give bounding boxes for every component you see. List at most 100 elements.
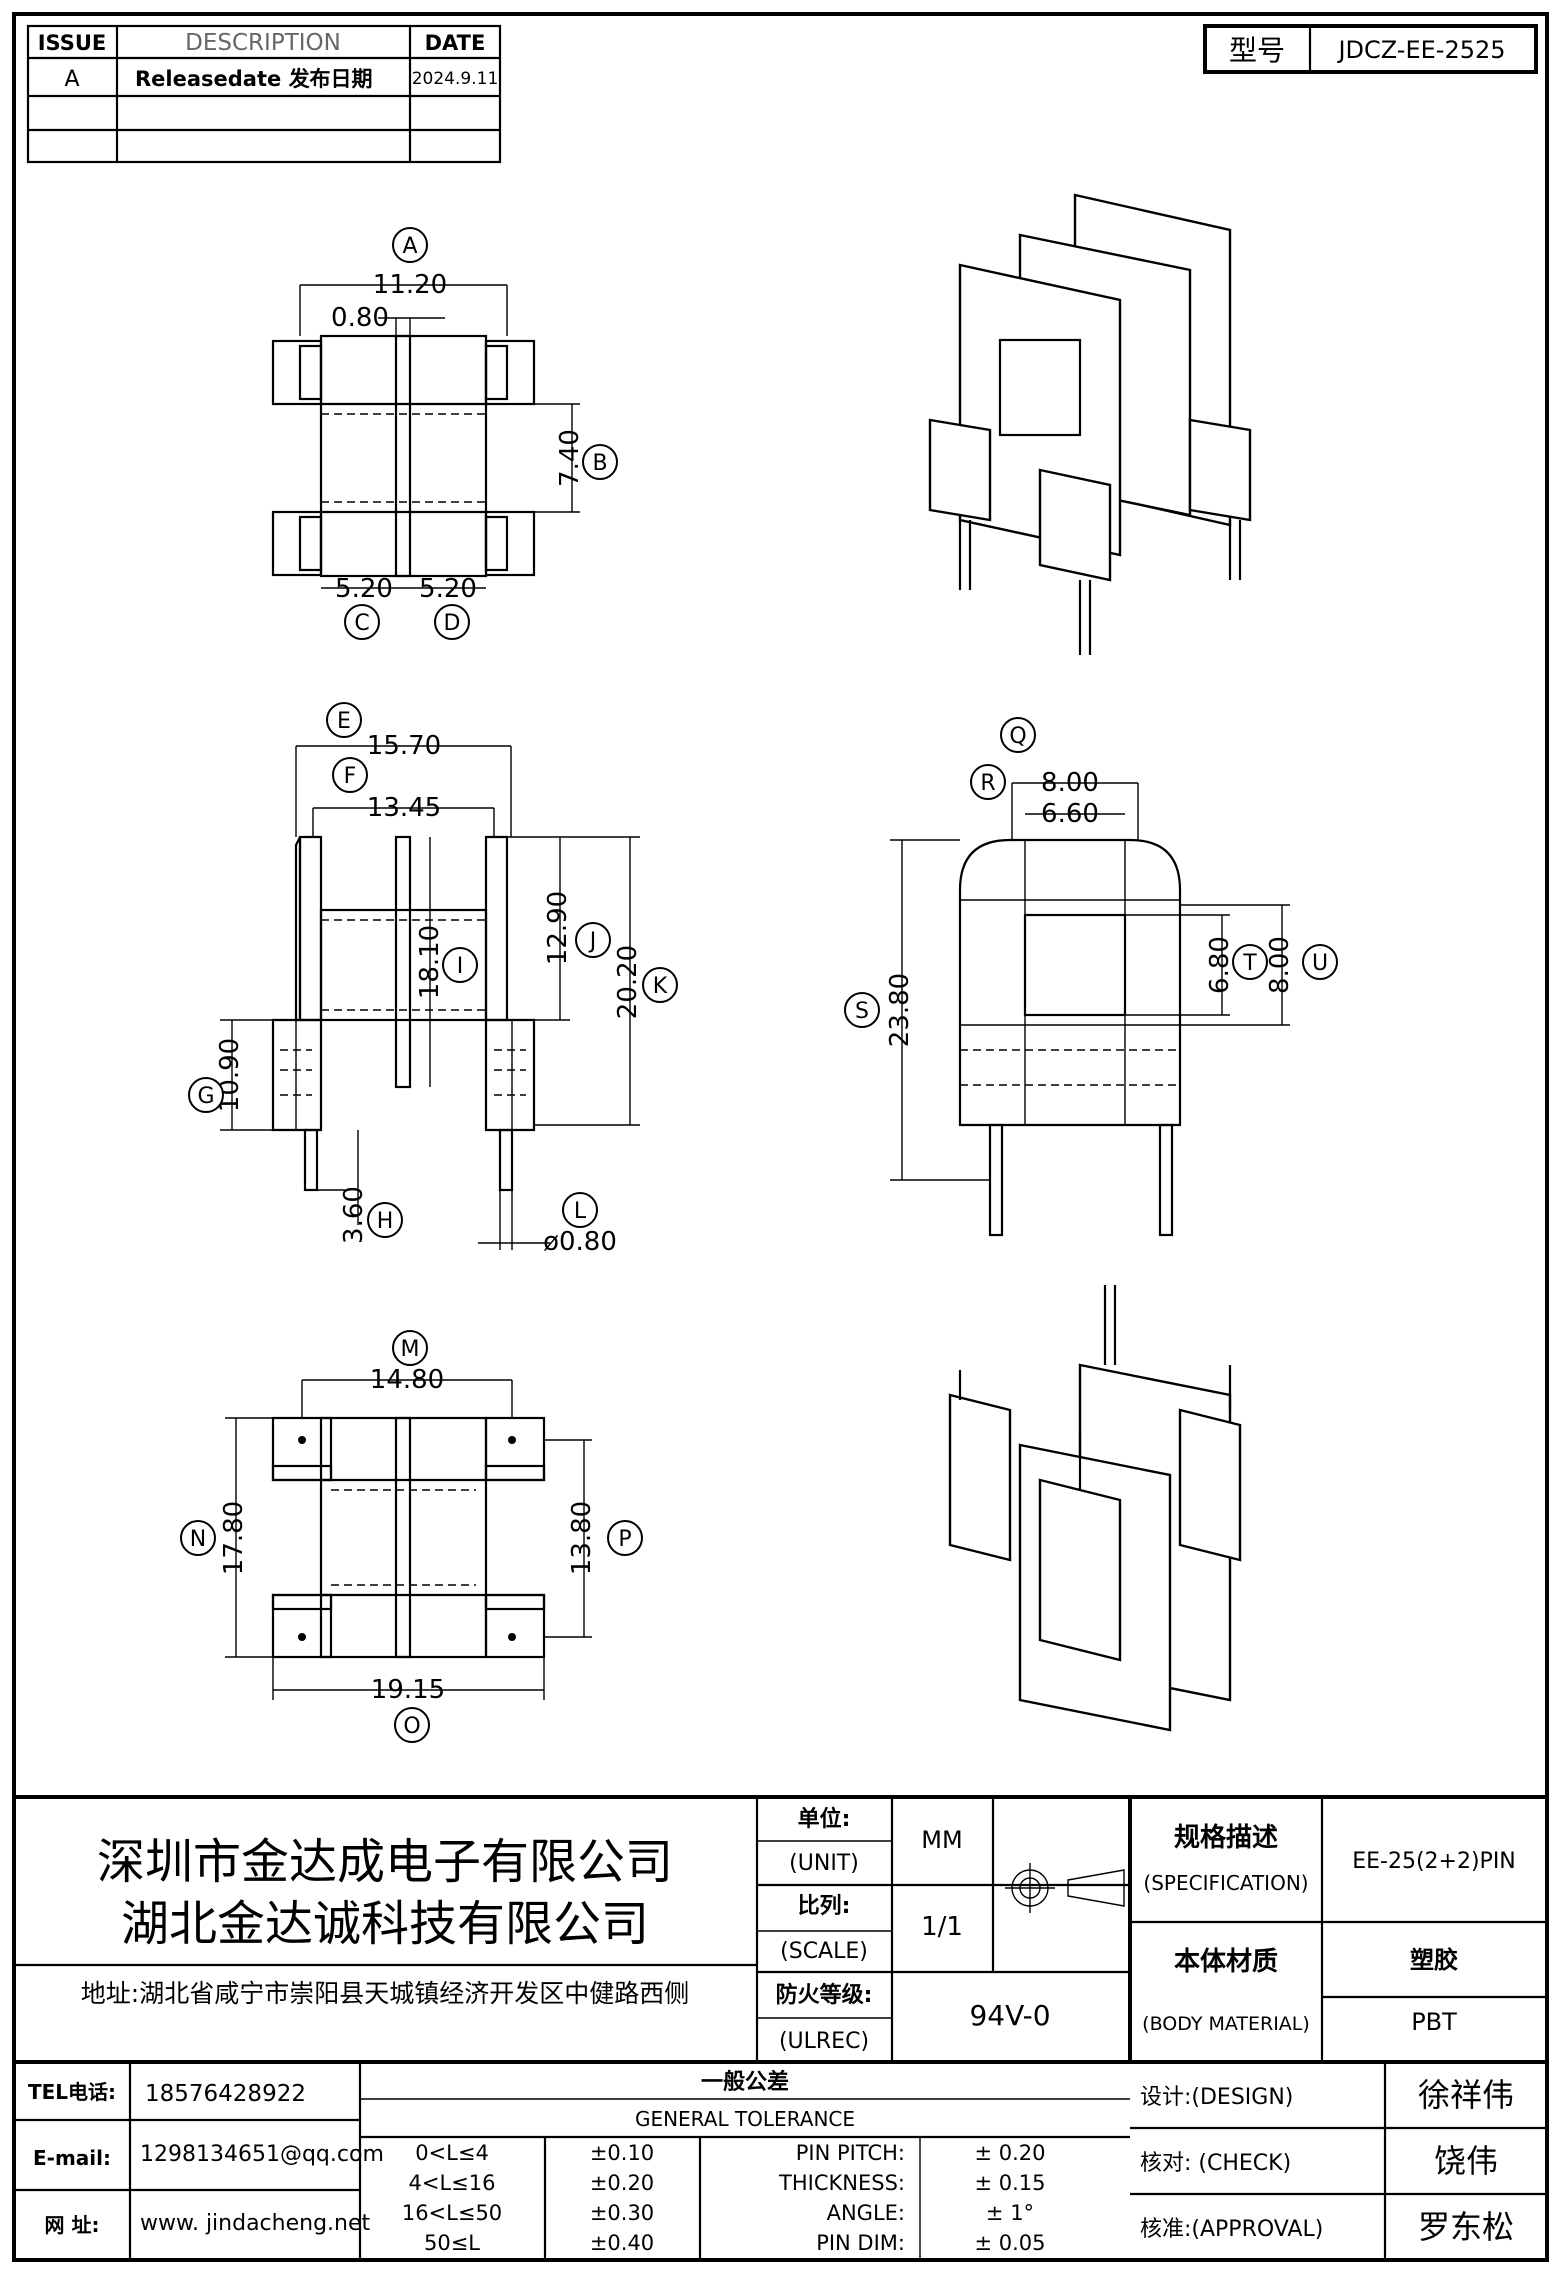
tol-range-3: 16<L≤50 [402, 2201, 502, 2225]
tol-range-2: 4<L≤16 [409, 2171, 496, 2195]
svg-text:D: D [444, 611, 461, 636]
spec-cn: 规格描述 [1174, 1822, 1278, 1853]
material-cn: 本体材质 [1174, 1947, 1278, 1977]
scale-cn: 比列: [798, 1894, 851, 1919]
dim-Q: 8.00 [1041, 768, 1099, 798]
company-address: 地址:湖北省咸宁市崇阳县天城镇经济开发区中健路西侧 [81, 1979, 689, 2008]
unit-en: (UNIT) [789, 1851, 859, 1876]
scale-en: (SCALE) [780, 1939, 868, 1964]
check-name: 饶伟 [1434, 2142, 1498, 2180]
fire-en: (ULREC) [779, 2029, 869, 2054]
svg-text:Q: Q [1009, 724, 1026, 749]
side-view: 8.00 6.60 23.80 6.80 8.00 [885, 768, 1295, 1237]
scale-value: 1/1 [921, 1912, 963, 1942]
dim-M: 14.80 [370, 1365, 444, 1395]
isometric-view-top [928, 193, 1252, 655]
callout-k: K [642, 967, 678, 1003]
dim-B: 7.40 [555, 429, 585, 487]
tol-value-2: ±0.20 [590, 2171, 654, 2195]
callout-e: E [326, 702, 362, 738]
dim-R: 6.60 [1041, 799, 1099, 829]
svg-text:L: L [574, 1199, 587, 1224]
dim-D: 5.20 [419, 574, 477, 604]
callout-a: A [392, 227, 428, 263]
dim-T: 6.80 [1205, 936, 1235, 994]
top-view: 11.20 0.80 7.40 5.20 5.20 [271, 270, 585, 604]
email-label: E-mail: [33, 2146, 111, 2170]
dim-H: 3.60 [339, 1186, 369, 1244]
check-label: 核对: (CHECK) [1140, 2151, 1291, 2176]
fire-value: 94V-0 [969, 1999, 1050, 2032]
callout-j: J [575, 922, 611, 958]
projection-symbol-icon [1005, 1863, 1125, 1913]
callout-q: Q [1000, 717, 1036, 753]
isometric-view-bottom [948, 1285, 1242, 1732]
rev-row-date: 2024.9.11 [412, 69, 499, 89]
tol-item-value-1: ± 0.20 [974, 2141, 1045, 2165]
design-label: 设计:(DESIGN) [1140, 2085, 1293, 2110]
svg-text:C: C [354, 611, 369, 636]
dim-J: 12.90 [543, 891, 573, 965]
tol-range-4: 50≤L [424, 2231, 480, 2255]
callout-i: I [442, 947, 478, 983]
dim-S: 23.80 [885, 973, 915, 1047]
svg-text:F: F [344, 764, 357, 789]
svg-text:P: P [618, 1527, 631, 1552]
unit-value: MM [921, 1826, 962, 1854]
svg-text:N: N [190, 1527, 206, 1552]
svg-text:H: H [377, 1209, 394, 1234]
bottom-block: TEL电话: 18576428922 E-mail: 1298134651@qq… [14, 2062, 1547, 2260]
dim-P: 13.80 [567, 1501, 597, 1575]
callout-r: R [970, 764, 1006, 800]
rev-header-issue: ISSUE [38, 31, 107, 55]
email-value: 1298134651@qq.com [140, 2142, 384, 2167]
tol-item-value-2: ± 0.15 [974, 2171, 1045, 2195]
tolerance-title-en: GENERAL TOLERANCE [635, 2107, 855, 2131]
approval-label: 核准:(APPROVAL) [1140, 2217, 1323, 2242]
tolerance-title-cn: 一般公差 [701, 2069, 789, 2095]
callout-f: F [332, 757, 368, 793]
model-value: JDCZ-EE-2525 [1336, 36, 1505, 64]
unit-cn: 单位: [798, 1806, 851, 1832]
spec-en: (SPECIFICATION) [1143, 1871, 1308, 1895]
svg-text:E: E [337, 709, 351, 734]
callout-p: P [607, 1520, 643, 1556]
callout-n: N [180, 1520, 216, 1556]
callout-h: H [367, 1202, 403, 1238]
svg-text:O: O [403, 1714, 420, 1739]
tol-item-value-3: ± 1° [986, 2201, 1034, 2225]
svg-text:B: B [592, 451, 607, 476]
revision-table: ISSUE DESCRIPTION DATE A Releasedate 发布日… [26, 24, 502, 164]
tol-value-4: ±0.40 [590, 2231, 654, 2255]
svg-text:R: R [980, 771, 995, 796]
svg-text:K: K [653, 974, 668, 999]
callout-o: O [394, 1707, 430, 1743]
svg-text:T: T [1242, 951, 1257, 976]
dim-K: 20.20 [613, 945, 643, 1019]
title-block: 深圳市金达成电子有限公司 湖北金达诚科技有限公司 地址:湖北省咸宁市崇阳县天城镇… [14, 1795, 1547, 2064]
svg-text:G: G [197, 1084, 214, 1109]
callout-s: S [844, 992, 880, 1028]
callout-t: T [1232, 944, 1268, 980]
dim-F: 13.45 [367, 793, 441, 823]
dim-E: 15.70 [367, 731, 441, 761]
rev-header-date: DATE [425, 31, 486, 55]
dim-L: ø0.80 [543, 1227, 617, 1257]
sheet-border [12, 12, 1549, 2262]
fire-cn: 防火等级: [776, 1982, 873, 2008]
dim-I: 18.10 [415, 925, 445, 999]
material-en: (BODY MATERIAL) [1142, 2013, 1310, 2035]
callout-u: U [1302, 944, 1338, 980]
callout-b: B [582, 444, 618, 480]
bottom-view: 14.80 17.80 13.80 19.15 [219, 1365, 597, 1705]
rev-row-description: Releasedate 发布日期 [135, 67, 373, 91]
design-name: 徐祥伟 [1418, 2076, 1514, 2114]
tol-value-1: ±0.10 [590, 2141, 654, 2165]
callout-m: M [392, 1330, 428, 1366]
tol-item-2: THICKNESS: [778, 2171, 905, 2195]
spec-value: EE-25(2+2)PIN [1352, 1849, 1516, 1874]
tol-item-4: PIN DIM: [816, 2231, 905, 2255]
svg-text:I: I [457, 954, 464, 979]
company-name-1: 深圳市金达成电子有限公司 [97, 1834, 673, 1890]
